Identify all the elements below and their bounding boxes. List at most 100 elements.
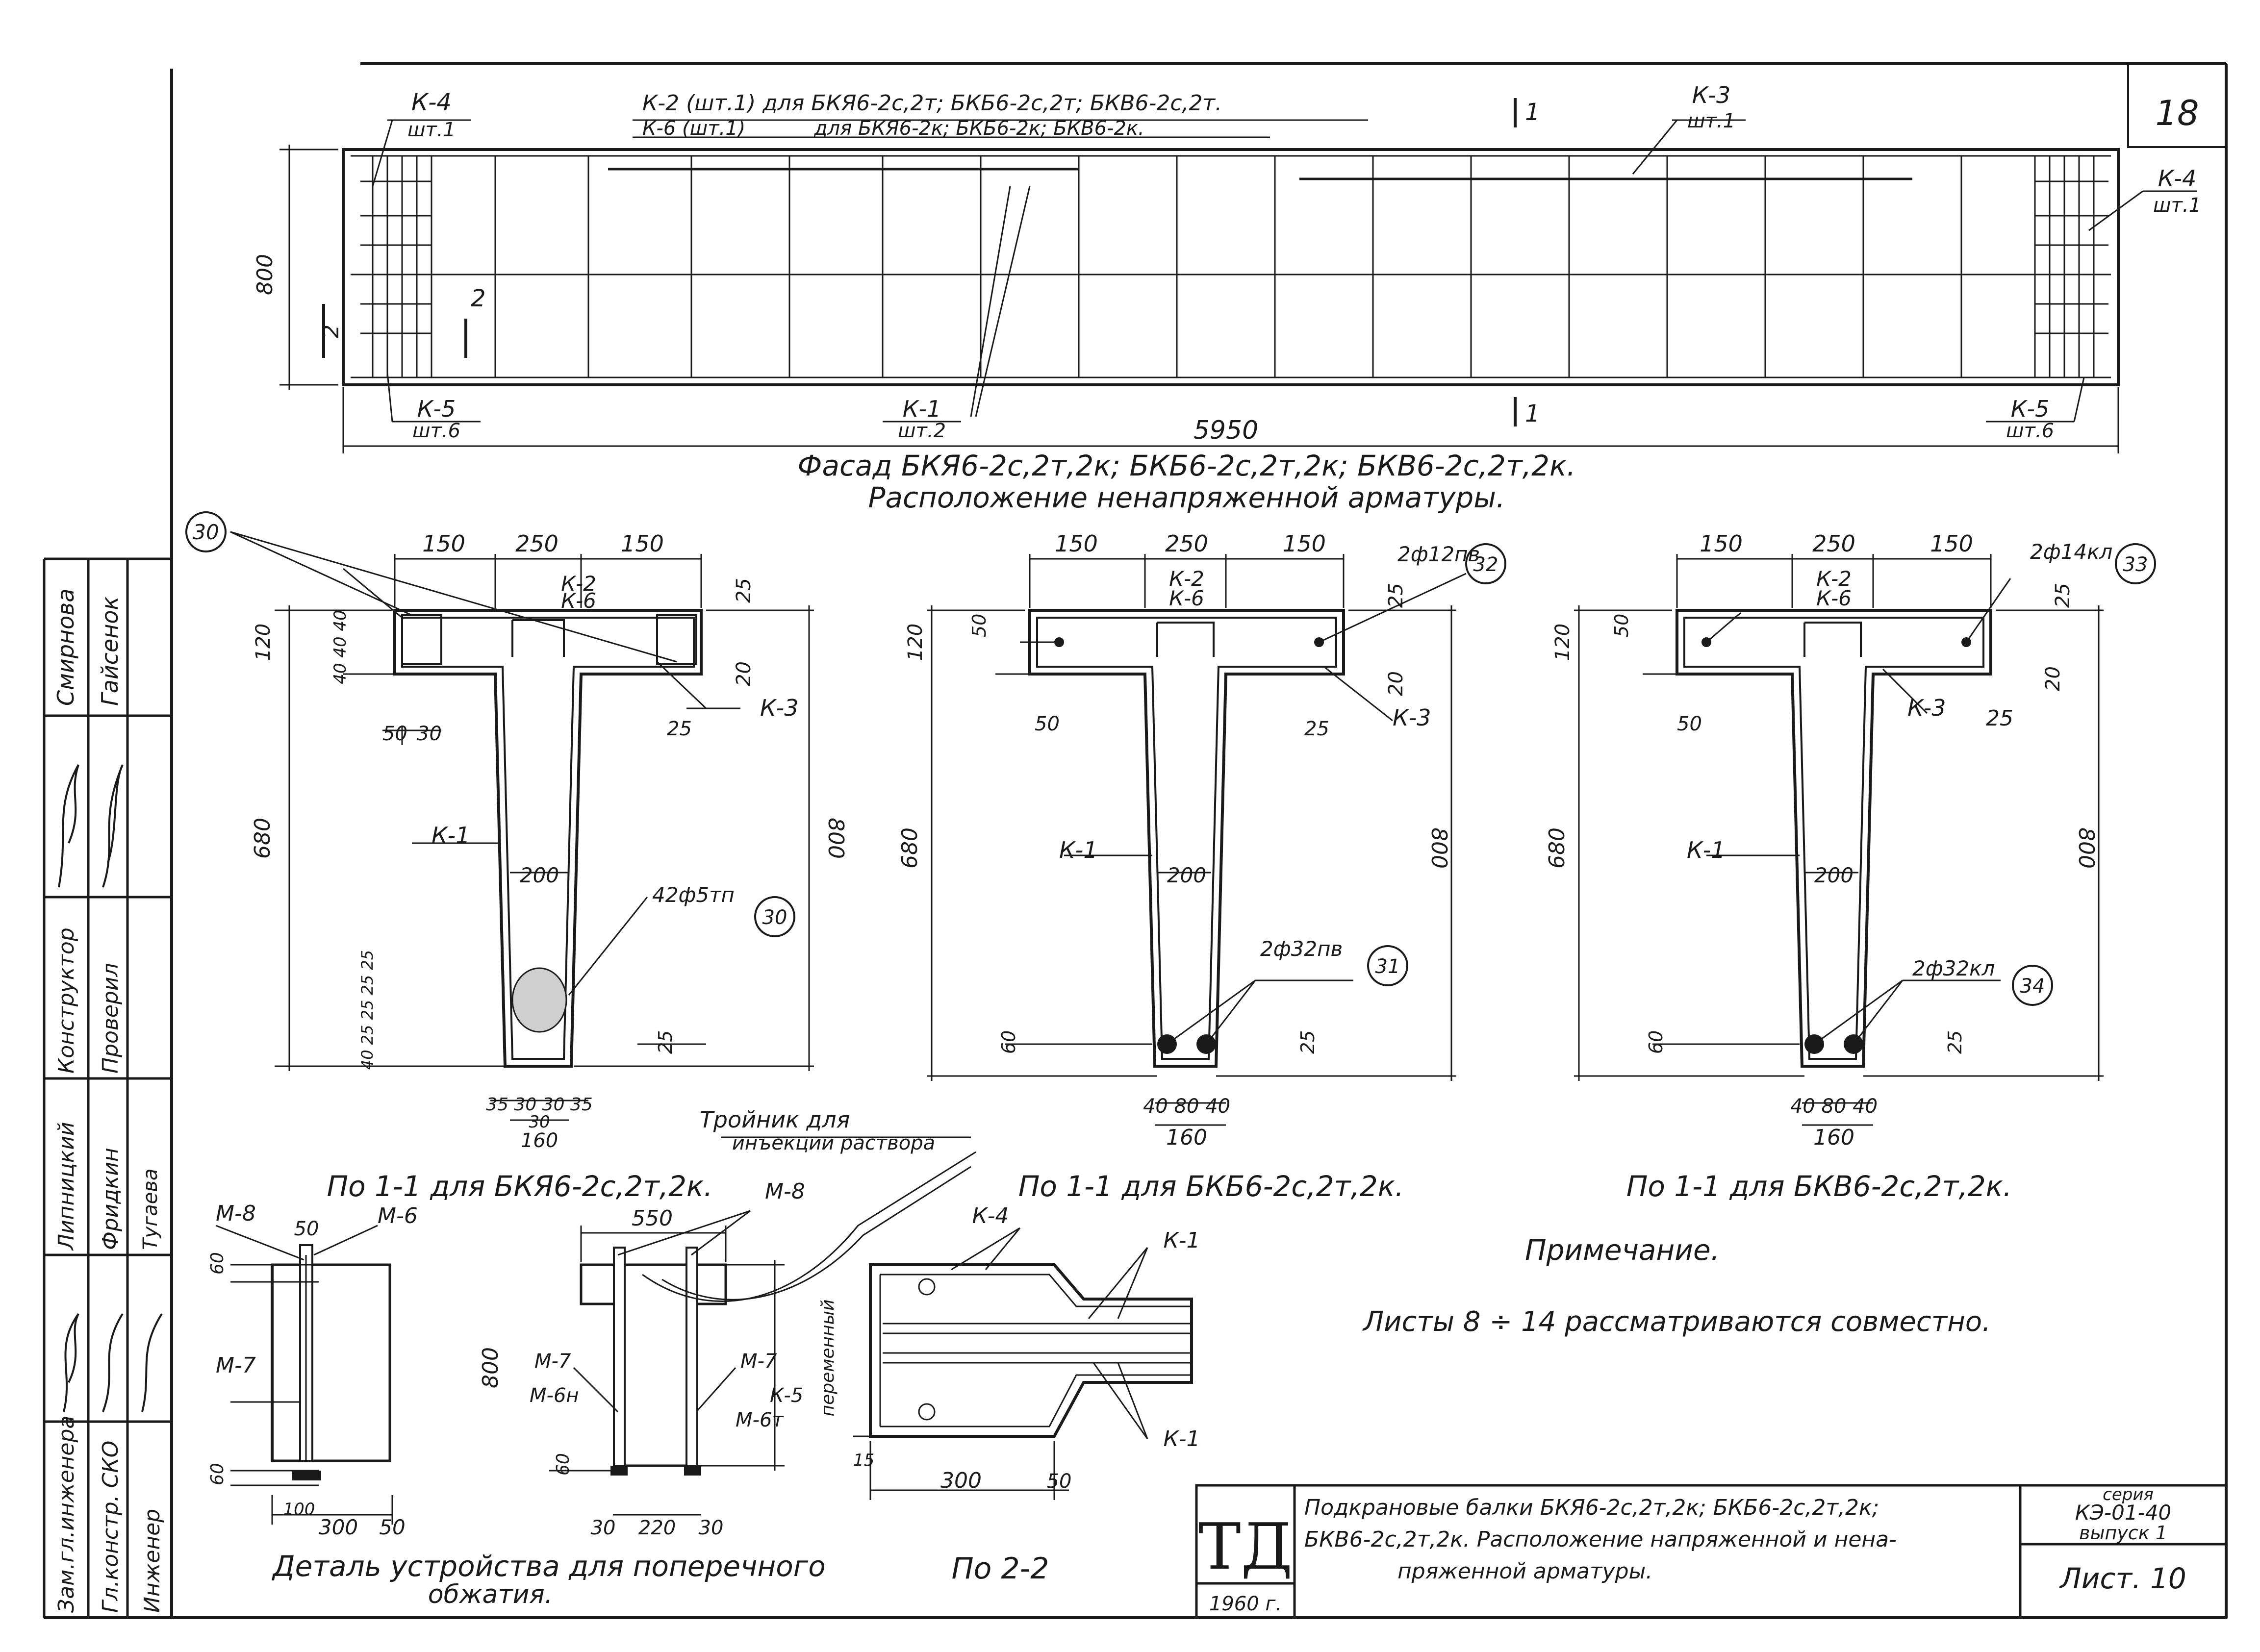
dim-30b: 30	[699, 1517, 724, 1539]
dim-left-stack: 40 25 25 25 25	[358, 950, 377, 1070]
section22-caption: По 2-2	[952, 1552, 1049, 1586]
facade-stirrups	[431, 156, 2036, 377]
dim-250: 250	[1165, 530, 1208, 557]
stamp-text: Зам.гл.инженера Гл.констр. СКО Инженер С…	[52, 589, 165, 1613]
mark-30-top: 30	[193, 520, 219, 544]
dim-300: 300	[319, 1515, 358, 1539]
label-k4-left-qty: шт.1	[407, 119, 456, 141]
dim-bottom: 35 30 30 35	[486, 1095, 593, 1115]
tee-note-2: инъекции раствора	[732, 1132, 935, 1154]
label-k1: К-1	[432, 822, 470, 849]
title-line-3: пряженной арматуры.	[1397, 1559, 1652, 1584]
section22-dims	[853, 1227, 1148, 1500]
dim-60: 60	[1645, 1030, 1667, 1054]
dim-250: 250	[515, 530, 559, 557]
label-variable: переменный	[818, 1300, 838, 1417]
detail-left-dims	[215, 1225, 393, 1525]
dim-25a: 25	[1385, 583, 1407, 608]
label-m7c: М-7	[740, 1350, 777, 1373]
dim-300: 300	[940, 1468, 982, 1493]
sheet-frame	[44, 62, 2228, 1619]
facade	[279, 98, 2197, 453]
section-a-caption: По 1-1 для БКЯ6-2с,2т,2к.	[327, 1170, 712, 1203]
dim-25a: 25	[2052, 583, 2074, 608]
stamp-signatures	[58, 764, 163, 1412]
dim-50: 50	[294, 1218, 319, 1240]
dim-800: 800	[2074, 827, 2099, 869]
stamp-name-gaysenok: Гайсенок	[97, 596, 123, 706]
label-k4-right: К-4	[2158, 165, 2197, 192]
note-block: Примечание. Листы 8 ÷ 14 рассматриваются…	[1362, 1233, 1991, 1338]
detail-mid-dims	[549, 1210, 785, 1516]
mark-32: 32	[1473, 553, 1498, 576]
dim-25c: 25	[1297, 1030, 1319, 1054]
dim-800: 800	[1426, 827, 1451, 869]
title-line-1: Подкрановые балки БКЯ6-2с,2т,2к; БКБ6-2с…	[1304, 1495, 1879, 1520]
issue: выпуск 1	[2079, 1522, 2167, 1544]
label-m6t: М-6т	[736, 1409, 784, 1431]
label-k6-note: К-6 (шт.1)	[642, 117, 745, 140]
label-k5: К-5	[770, 1384, 803, 1407]
label-m8a: М-8	[216, 1201, 256, 1226]
mark-30-bottom: 30	[762, 906, 787, 929]
label-m6h: М-6н	[530, 1384, 579, 1407]
stamp-block	[43, 557, 172, 1618]
dim-160: 160	[1166, 1125, 1207, 1150]
dim-150b: 150	[1283, 530, 1326, 557]
stamp-role-0: Зам.гл.инженера	[54, 1416, 79, 1613]
dim-bottom: 40 80 40	[1790, 1095, 1878, 1118]
cut-1-top: 1	[1525, 99, 1540, 126]
title-block-text: ТД 1960 г. Подкрановые балки БКЯ6-2с,2т,…	[1198, 1485, 2186, 1615]
section-b-labels: 150 250 150 2ф12пв 32 К-2 К-6 К-3 К-1 12…	[897, 530, 1498, 1203]
label-k2: К-2	[1169, 567, 1204, 591]
dim-150a: 150	[1700, 530, 1743, 557]
dim-680: 680	[897, 827, 922, 869]
label-k6: К-6	[1169, 586, 1204, 610]
section-b-bottom-text: 2ф32пв	[1260, 937, 1343, 961]
label-k6-note-for: для БКЯ6-2к; БКБ6-2к; БКВ6-2к.	[813, 117, 1144, 140]
note-title: Примечание.	[1525, 1233, 1720, 1267]
label-k1: К-1	[903, 396, 941, 422]
dim-200: 200	[1814, 863, 1854, 887]
dim-60: 60	[998, 1030, 1019, 1054]
label-k3-qty: шт.1	[1687, 110, 1735, 132]
stamp-konstruktor: Конструктор	[54, 927, 79, 1074]
dim-40-stack: 40 40 40	[330, 610, 350, 684]
stamp-role-1: Гл.констр. СКО	[98, 1441, 123, 1613]
facade-end-mesh-right	[2035, 156, 2108, 377]
dim-50: 50	[1047, 1470, 1072, 1493]
stamp-proveril: Проверил	[98, 963, 123, 1074]
stamp-fridkin: Фридкин	[98, 1148, 123, 1250]
dim-120: 120	[904, 624, 927, 661]
cut-1-bottom: 1	[1525, 400, 1540, 427]
label-k6: К-6	[561, 589, 596, 613]
dim-20: 20	[2042, 666, 2064, 691]
facade-end-mesh-left	[360, 156, 432, 377]
dim-800: 800	[478, 1347, 503, 1388]
cut-2b: 2	[319, 325, 344, 338]
facade-labels: К-4 шт.1 К-2 (шт.1) для БКЯ6-2с,2т; БКБ6…	[253, 82, 2201, 514]
dim-25a: 25	[733, 578, 755, 603]
label-k1-qty: шт.2	[898, 420, 946, 442]
dim-120: 120	[252, 624, 275, 661]
dim-20: 20	[1385, 671, 1407, 696]
stamp-role-2: Инженер	[140, 1509, 165, 1613]
dim-bottom: 40 80 40	[1143, 1095, 1230, 1118]
label-k2-note: К-2 (шт.1) для БКЯ6-2с,2т; БКБ6-2с,2т; Б…	[642, 91, 1222, 116]
label-k3: К-3	[760, 695, 799, 721]
label-k4-right-qty: шт.1	[2153, 194, 2201, 217]
section-c-labels: 150 250 150 2ф14кл 33 К-2 К-6 К-3 К-1 12…	[1545, 530, 2148, 1203]
dim-160: 160	[1813, 1125, 1854, 1150]
stamp-tugaeva: Тугаева	[139, 1169, 162, 1250]
section-b-caption: По 1-1 для БКБ6-2с,2т,2к.	[1018, 1170, 1404, 1203]
label-k3: К-3	[1907, 695, 1946, 721]
tee-note-1: Тройник для	[700, 1106, 850, 1133]
dim-680: 680	[1545, 827, 1570, 869]
logo: ТД	[1198, 1509, 1293, 1584]
dim-120: 120	[1551, 624, 1574, 661]
section-a-labels: 30 150 250 150 К-2 К-6 К-3 К-1 25 20 25 …	[193, 520, 848, 1203]
dim-150b: 150	[1930, 530, 1973, 557]
detail-caption-1: Деталь устройства для поперечного	[271, 1550, 826, 1583]
dim-50: 50	[968, 614, 990, 637]
detail-transverse	[215, 1136, 976, 1525]
